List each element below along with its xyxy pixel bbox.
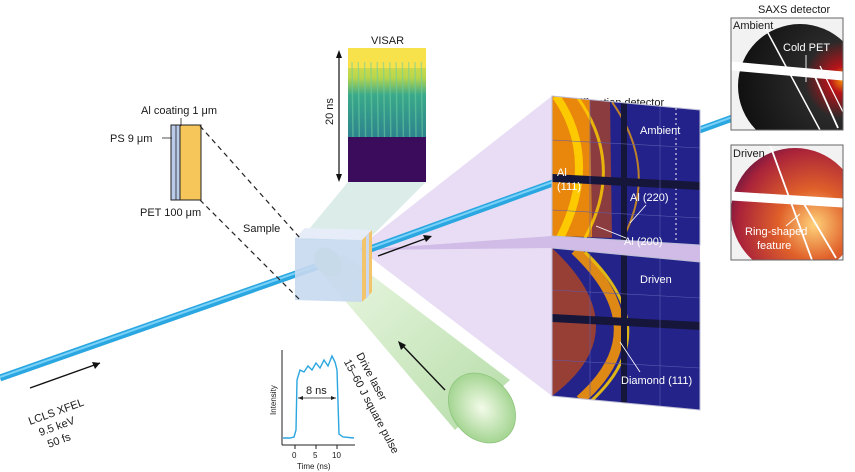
pulse-xtick-10: 10	[332, 451, 341, 460]
al220-pointer	[629, 204, 647, 224]
visar-fringe	[382, 61, 386, 138]
al111-label-line1: Al	[557, 167, 567, 179]
sample-label: Sample	[243, 223, 280, 235]
pulse-trace	[283, 354, 355, 439]
saxs-driven-panel	[731, 145, 843, 260]
pulse-xlabel: Time (ns)	[297, 462, 331, 471]
beam-arrow-in	[29, 362, 101, 389]
diamond-label: Diamond (111)	[621, 375, 692, 387]
sample-cube	[295, 228, 372, 302]
pet-label: PET 100 μm	[140, 207, 201, 219]
source-label: LCLS XFEL 9.5 keV 50 fs	[27, 397, 86, 451]
saxs-ambient-border	[730, 17, 844, 131]
pulse-plot	[281, 350, 355, 449]
scattering-cone-inner	[358, 236, 700, 262]
diffraction-driven-panel	[552, 248, 700, 410]
al200-label: Al (200)	[624, 236, 663, 248]
al-coating-label: Al coating 1 μm	[141, 105, 217, 117]
visar-fringe	[401, 61, 405, 138]
visar-title: VISAR	[371, 35, 404, 47]
visar-image	[348, 48, 426, 182]
saxs-driven-border	[730, 144, 844, 261]
cold-pet-label: Cold PET	[783, 42, 830, 54]
visar-fringe	[363, 61, 367, 138]
ring-label-line2: feature	[757, 240, 791, 252]
al220-label: Al (220)	[630, 192, 669, 204]
visar-fringe	[414, 61, 417, 138]
diffraction-driven-label: Driven	[640, 274, 672, 286]
zoom-line-bottom	[199, 199, 301, 301]
diamond-pointer	[619, 341, 641, 373]
diffraction-ambient-label: Ambient	[640, 125, 680, 137]
saxs-driven-label: Driven	[733, 148, 765, 160]
al111-label-line2: (111)	[557, 181, 581, 193]
visar-cone	[300, 182, 426, 240]
target-sketch	[162, 118, 202, 201]
visar-fringe	[376, 61, 379, 138]
pulse-xtick-0: 0	[292, 451, 297, 460]
ps-label: PS 9 μm	[110, 133, 152, 145]
al200-pointer	[595, 225, 627, 239]
visar-fringe	[357, 61, 360, 138]
ring-label-line1: Ring-shaped	[745, 226, 807, 238]
diffraction-ambient-border	[551, 95, 701, 246]
saxs-ambient-label: Ambient	[733, 20, 773, 32]
diffraction-ambient-panel	[552, 96, 700, 245]
visar-fringe	[420, 61, 423, 138]
laser-arrow	[398, 341, 446, 391]
visar-time-label: 20 ns	[324, 98, 336, 125]
pulse-xtick-5: 5	[313, 451, 318, 460]
visar-fringe	[395, 61, 398, 138]
pulse-ylabel: Intensity	[269, 385, 278, 415]
diffraction-driven-border	[551, 247, 701, 411]
visar-fringe	[389, 61, 392, 138]
pulse-width-label: 8 ns	[306, 385, 327, 397]
zoom-line-top	[199, 125, 301, 239]
visar-fringe	[370, 61, 373, 138]
saxs-ambient-panel	[731, 18, 843, 130]
beam-highlight	[0, 260, 331, 378]
beam-arrow-out	[377, 235, 432, 257]
visar-fringe	[351, 61, 354, 138]
visar-fringe	[408, 61, 411, 138]
visar-time-arrow	[336, 50, 342, 182]
ring-pointer	[785, 213, 801, 227]
saxs-title: SAXS detector	[758, 4, 830, 16]
